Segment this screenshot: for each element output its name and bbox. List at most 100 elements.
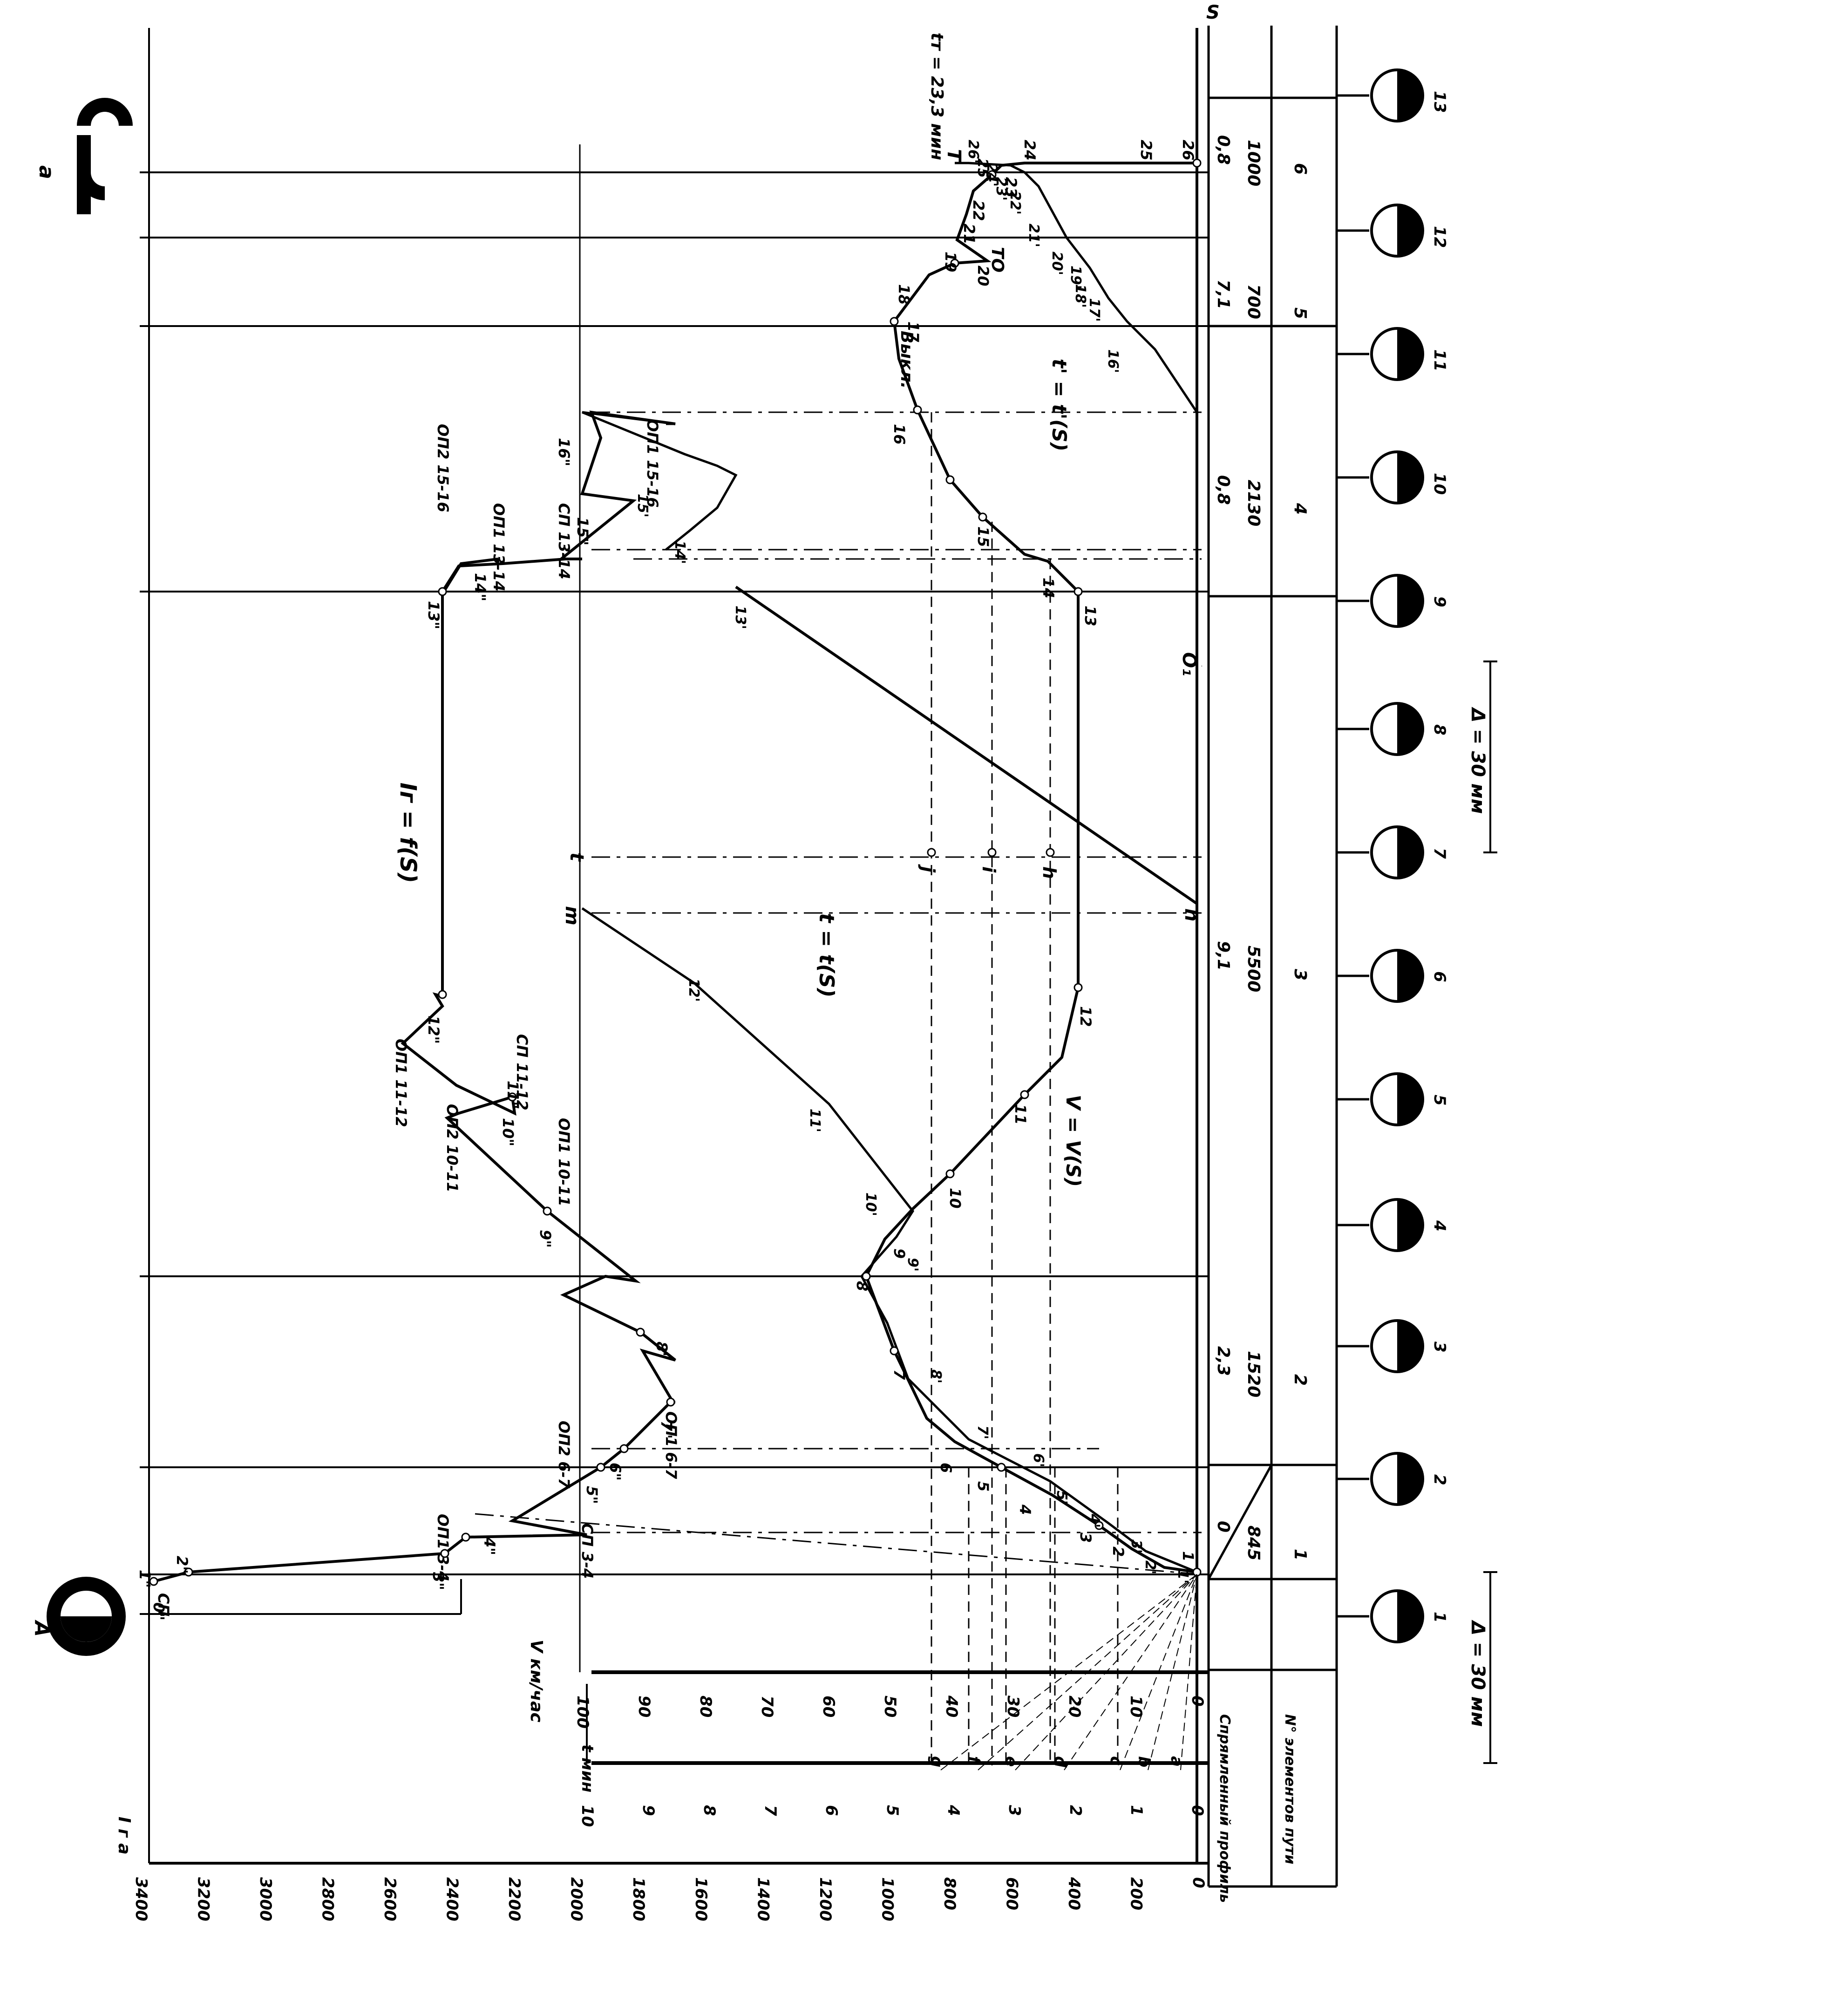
- label-n: n: [1181, 908, 1202, 921]
- signal-number: 5: [1430, 1095, 1449, 1106]
- speed-point-label: 6: [937, 1463, 955, 1473]
- length-value: 1000: [1244, 140, 1263, 186]
- label-lifted: Выкл.: [897, 331, 916, 388]
- table-row1-header: Спрямленный профиль: [1216, 1714, 1233, 1903]
- signal-light-half-icon: [1397, 70, 1423, 121]
- delta-bracket-lower: [1483, 1571, 1497, 1764]
- speed-point-label: 7: [890, 1369, 908, 1380]
- ig-tick-label: 2400: [443, 1877, 462, 1921]
- signal-number: 3: [1430, 1342, 1449, 1353]
- v-tick-label: 90: [635, 1696, 653, 1717]
- time-point-label: 14': [672, 540, 688, 564]
- speed-point-label: 23: [1002, 177, 1020, 198]
- dashed-projection-lines: [931, 412, 1119, 1765]
- signal-light-half-icon: [1397, 1591, 1423, 1642]
- length-value: 2130: [1244, 480, 1263, 526]
- signal-light-half-icon: [1397, 1321, 1423, 1372]
- time-point-labels: 1'2'3'4'5'6'7'8'9'10'11'12'13'14'15'16'1…: [634, 140, 1191, 1584]
- speed-point-label: 15: [974, 526, 992, 547]
- signal-number: 12: [1430, 226, 1449, 248]
- ig-tick-label: 0: [1189, 1877, 1208, 1888]
- element-number: 1: [1291, 1549, 1310, 1560]
- speed-point-label: 1: [1179, 1551, 1197, 1561]
- t-tick-label: 6: [822, 1805, 841, 1816]
- construction-letter: b: [1135, 1756, 1153, 1767]
- speed-point-label: 11: [1012, 1104, 1029, 1125]
- signal-number: 6: [1430, 971, 1449, 982]
- time-point-label: 13': [732, 606, 748, 629]
- ig-tick-label: 600: [1002, 1877, 1021, 1910]
- signal-light-half-icon: [1397, 575, 1423, 627]
- ig-tick-label: 2800: [319, 1877, 337, 1921]
- time-point-label: 3': [1128, 1539, 1144, 1553]
- mode-label: СП 3-4: [578, 1523, 596, 1579]
- label-t-line: t: [566, 852, 587, 862]
- label-time-curve: t = t(S): [815, 913, 838, 997]
- gradient-value: 9,1: [1214, 941, 1233, 971]
- speed-point-label: 8: [853, 1281, 871, 1291]
- v-tick-label: 100: [573, 1696, 592, 1729]
- ig-tick-label: 1200: [816, 1877, 835, 1921]
- label-i: i: [978, 866, 999, 873]
- current-curve-top: [441, 558, 499, 994]
- current-point-label: 14": [471, 573, 489, 601]
- label-final-time: tт = 23,3 мин: [927, 33, 946, 160]
- time-point-label: 17': [1086, 298, 1102, 322]
- label-t-mark: Т: [943, 149, 965, 163]
- station-start-symbol: [47, 1577, 126, 1656]
- label-h: h: [1039, 866, 1060, 879]
- ig-tick-label: 200: [1127, 1877, 1145, 1910]
- signal-number: 11: [1430, 349, 1449, 371]
- element-number: 5: [1291, 307, 1310, 319]
- time-point-label: 26': [965, 140, 981, 163]
- time-point-label: 4': [1086, 1513, 1102, 1528]
- v-tick-label: 70: [758, 1696, 776, 1717]
- time-point-label: 21': [1026, 224, 1042, 247]
- time-point-label: 5': [1053, 1491, 1070, 1505]
- construction-letter: d: [1051, 1756, 1069, 1768]
- time-point-label: 12': [686, 978, 702, 1002]
- ig-tick-label: 3400: [132, 1877, 150, 1921]
- element-number: 4: [1291, 503, 1310, 515]
- mode-label: ОП1 13-14: [490, 503, 508, 592]
- v-tick-label: 60: [819, 1696, 838, 1717]
- label-current-curve: Iг = f(S): [395, 783, 421, 883]
- speed-point-label: 3: [1077, 1532, 1094, 1543]
- construction-ray: [1120, 1574, 1197, 1771]
- length-value: 1520: [1244, 1351, 1263, 1397]
- current-point-label: 4": [481, 1537, 498, 1555]
- construction-ray: [940, 1574, 1197, 1771]
- mode-label: ОП1 3-4: [434, 1514, 452, 1581]
- construction-ray: [978, 1574, 1197, 1771]
- section-lines: [140, 171, 1209, 1615]
- construction-ray: [1064, 1574, 1197, 1771]
- station-end-label: а: [34, 165, 58, 179]
- speed-point-label: 12: [1077, 1006, 1094, 1027]
- mode-label: ОП2 10-11: [443, 1104, 461, 1192]
- mode-label: ОП2 15-16: [434, 424, 452, 512]
- construction-letter: e: [1002, 1756, 1020, 1767]
- delta-label-lower: Δ = 30 мм: [1467, 1620, 1488, 1727]
- table-gradients: 02,39,10,87,10,8: [1214, 135, 1233, 1532]
- station-end-symbol: [77, 98, 133, 214]
- signal-light-half-icon: [1397, 827, 1423, 878]
- current-point-label: 1": [136, 1570, 154, 1588]
- v-tick-label: 40: [942, 1695, 961, 1717]
- mode-label: ОП1 11-12: [392, 1039, 410, 1127]
- label-j: j: [918, 864, 938, 873]
- signal-light-half-icon: [1397, 205, 1423, 256]
- signal-light-half-icon: [1397, 1074, 1423, 1125]
- current-point-label: 5": [583, 1486, 601, 1504]
- v-tick-label: 30: [1004, 1696, 1022, 1717]
- time-point-label: 9': [904, 1258, 921, 1272]
- time-point-label: 10': [863, 1192, 879, 1216]
- time-point-label: 22': [1007, 191, 1023, 215]
- time-point-label: 23': [993, 177, 1009, 201]
- station-start-label: А: [30, 1620, 54, 1637]
